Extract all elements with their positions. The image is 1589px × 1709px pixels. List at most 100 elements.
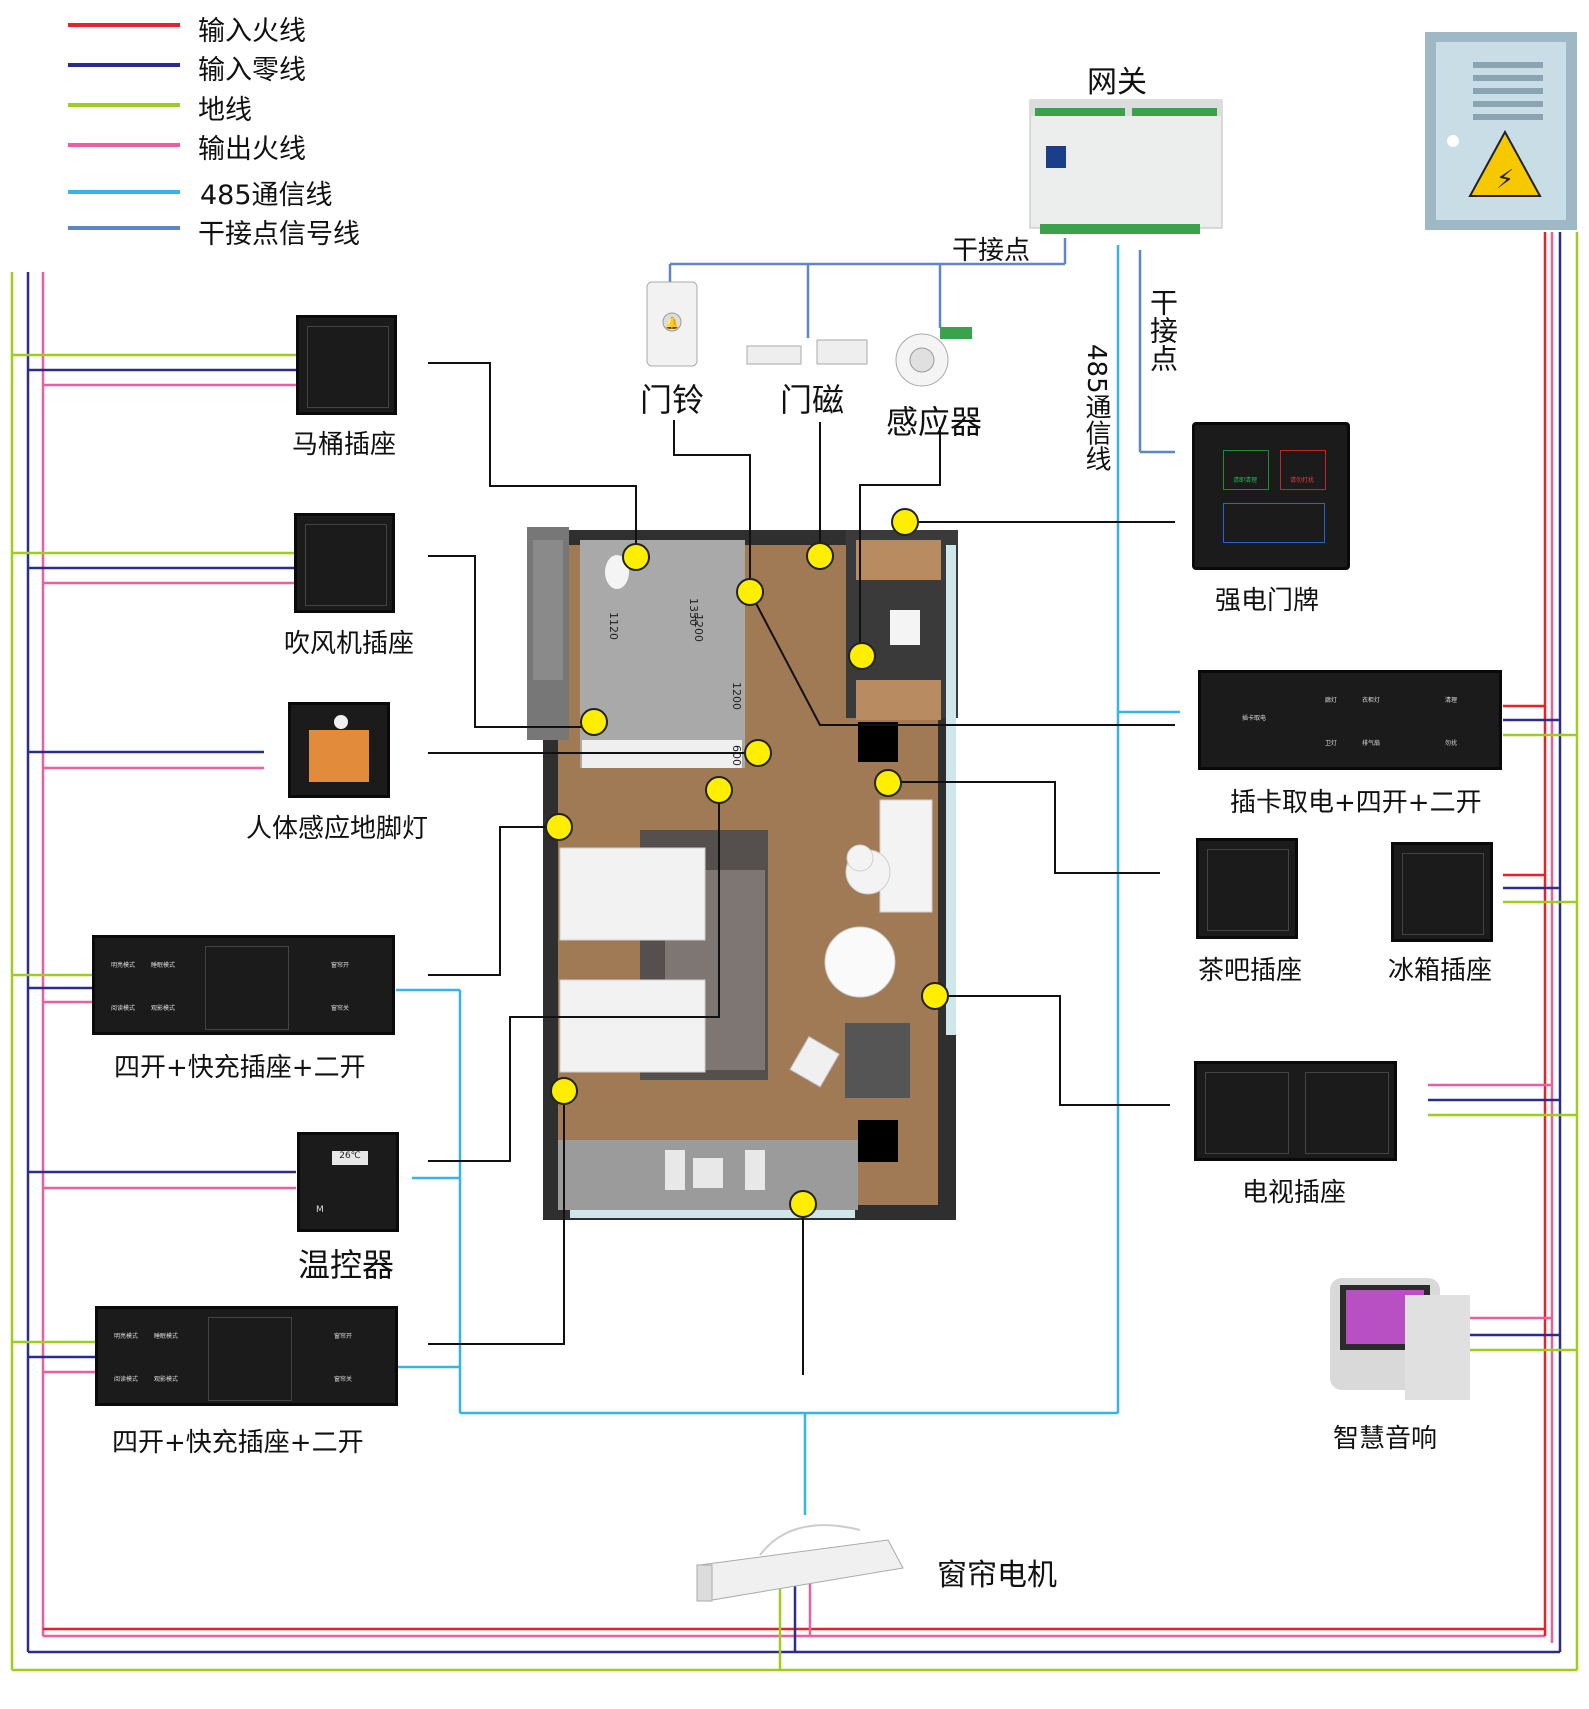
fast-charge-socket[interactable] bbox=[208, 1317, 292, 1401]
bell-icon: 🔔 bbox=[665, 316, 680, 330]
gateway-device[interactable] bbox=[1029, 99, 1223, 234]
thermostat-mode-button[interactable]: M bbox=[316, 1205, 324, 1215]
doorbell-key[interactable] bbox=[1223, 503, 1325, 543]
scene-movie-key[interactable]: 观影模式 bbox=[153, 1376, 178, 1383]
toilet-socket[interactable] bbox=[296, 315, 397, 415]
door-sensor-device[interactable] bbox=[746, 339, 868, 365]
toilet-socket-label: 马桶插座 bbox=[292, 430, 397, 460]
motion-sensor-device[interactable] bbox=[895, 327, 972, 387]
legend-lines bbox=[68, 23, 180, 230]
dry-contact-label-top: 干接点 bbox=[952, 236, 1031, 266]
marker-hairdryer[interactable] bbox=[580, 708, 608, 736]
dimension-label: 1120 bbox=[607, 612, 620, 640]
doorbell-label: 门铃 bbox=[640, 381, 705, 419]
clean-request-key[interactable] bbox=[1223, 450, 1269, 490]
bedside-panel-bottom[interactable]: 明亮模式 睡眠模式 阅读模式 观影模式 窗帘开 窗帘关 bbox=[95, 1306, 398, 1406]
socket-face bbox=[305, 524, 387, 606]
dry-contact-label-side: 干接点 bbox=[1146, 288, 1179, 372]
fridge-socket-label: 冰箱插座 bbox=[1388, 956, 1493, 986]
gateway-title: 网关 bbox=[1087, 65, 1147, 100]
curtain-open-key[interactable]: 窗帘开 bbox=[333, 1333, 352, 1340]
doorplate-label: 强电门牌 bbox=[1215, 586, 1320, 616]
hairdryer-socket-label: 吹风机插座 bbox=[284, 629, 415, 659]
scene-sleep-key[interactable]: 睡眠模式 bbox=[150, 962, 175, 969]
marker-curtain[interactable] bbox=[789, 1190, 817, 1218]
curtain-motor-device[interactable] bbox=[696, 1524, 904, 1602]
tv-socket[interactable] bbox=[1194, 1061, 1397, 1161]
dimension-label: 1350 bbox=[687, 598, 700, 626]
marker-door-sensor[interactable] bbox=[806, 542, 834, 570]
sensor-label: 感应器 bbox=[886, 403, 983, 441]
card-slot[interactable]: 插卡取电 bbox=[1241, 715, 1266, 722]
marker-bathroom-door[interactable] bbox=[736, 578, 764, 606]
marker-tv[interactable] bbox=[921, 982, 949, 1010]
doorbell-device[interactable]: 🔔 bbox=[646, 281, 698, 367]
floor-light[interactable] bbox=[288, 702, 390, 798]
svg-text:⚡: ⚡ bbox=[1496, 165, 1514, 195]
bedside-panel-bottom-label: 四开+快充插座+二开 bbox=[112, 1428, 364, 1458]
floor-plan: 1350 1120 1200 1200 600 bbox=[527, 527, 958, 1220]
marker-thermostat[interactable] bbox=[705, 776, 733, 804]
card-power-panel[interactable]: 插卡取电 廊灯 衣柜灯 卫灯 排气扇 清理 勿扰 bbox=[1198, 670, 1502, 770]
bedside-panel-top-label: 四开+快充插座+二开 bbox=[114, 1053, 366, 1083]
tea-socket[interactable] bbox=[1196, 838, 1298, 939]
fan-key[interactable]: 排气扇 bbox=[1361, 740, 1380, 747]
bedside-panel-top[interactable]: 明亮模式 睡眠模式 阅读模式 观影模式 窗帘开 窗帘关 bbox=[92, 935, 395, 1035]
legend-label-live-in: 输入火线 bbox=[198, 16, 306, 47]
dnd-panel-key[interactable]: 勿扰 bbox=[1444, 740, 1457, 747]
corridor-light-key[interactable]: 廊灯 bbox=[1324, 697, 1337, 704]
fridge-socket[interactable] bbox=[1391, 842, 1493, 942]
curtain-close-key[interactable]: 窗帘关 bbox=[330, 1005, 349, 1012]
marker-sensor[interactable] bbox=[848, 642, 876, 670]
socket-face bbox=[307, 326, 389, 408]
floor-light-label: 人体感应地脚灯 bbox=[246, 814, 429, 844]
legend-label-dry: 干接点信号线 bbox=[198, 219, 360, 250]
scene-sleep-key[interactable]: 睡眠模式 bbox=[153, 1333, 178, 1340]
fast-charge-socket[interactable] bbox=[205, 946, 289, 1030]
scene-reading-key[interactable]: 阅读模式 bbox=[110, 1005, 135, 1012]
scene-movie-key[interactable]: 观影模式 bbox=[150, 1005, 175, 1012]
marker-bedside-left-bottom[interactable] bbox=[550, 1077, 578, 1105]
marker-toilet[interactable] bbox=[622, 543, 650, 571]
curtain-motor-label: 窗帘电机 bbox=[937, 1558, 1057, 1593]
legend-label-neutral: 输入零线 bbox=[198, 55, 306, 86]
scene-bright-key[interactable]: 明亮模式 bbox=[110, 962, 135, 969]
socket-face bbox=[1207, 849, 1289, 931]
legend-label-rs485: 485通信线 bbox=[200, 180, 333, 211]
bathroom-light-key[interactable]: 卫灯 bbox=[1324, 740, 1337, 747]
doorplate[interactable]: 请即清理 请勿打扰 bbox=[1192, 422, 1350, 570]
clean-key[interactable]: 清理 bbox=[1444, 697, 1457, 704]
tea-socket-label: 茶吧插座 bbox=[1198, 956, 1303, 986]
dimension-label: 1200 bbox=[692, 614, 705, 642]
clean-request-text: 请即清理 bbox=[1232, 477, 1257, 484]
dnd-text: 请勿打扰 bbox=[1289, 477, 1314, 484]
legend-label-ground: 地线 bbox=[198, 95, 252, 126]
scene-reading-key[interactable]: 阅读模式 bbox=[113, 1376, 138, 1383]
card-power-panel-label: 插卡取电+四开+二开 bbox=[1230, 788, 1482, 818]
tv-jack[interactable] bbox=[1305, 1072, 1389, 1154]
marker-bedside-left-top[interactable] bbox=[545, 813, 573, 841]
marker-doorplate[interactable] bbox=[891, 508, 919, 536]
wardrobe-light-key[interactable]: 衣柜灯 bbox=[1361, 697, 1380, 704]
curtain-close-key[interactable]: 窗帘关 bbox=[333, 1376, 352, 1383]
sensor-eye bbox=[334, 715, 348, 729]
device-markers bbox=[545, 508, 949, 1218]
legend-label-live-out: 输出火线 bbox=[198, 134, 306, 165]
dnd-key[interactable] bbox=[1280, 450, 1326, 490]
door-sensor-label: 门磁 bbox=[780, 381, 845, 419]
smart-speaker-label: 智慧音响 bbox=[1333, 1424, 1438, 1454]
rs485-wiring bbox=[396, 245, 1180, 1515]
thermostat-display: 26℃ bbox=[332, 1151, 368, 1165]
curtain-open-key[interactable]: 窗帘开 bbox=[330, 962, 349, 969]
dimension-label: 600 bbox=[730, 745, 743, 766]
scene-bright-key[interactable]: 明亮模式 bbox=[113, 1333, 138, 1340]
socket-face bbox=[1205, 1072, 1289, 1154]
marker-card-panel[interactable] bbox=[874, 769, 902, 797]
electrical-box: ⚡ bbox=[1425, 32, 1577, 230]
smart-speaker-device[interactable] bbox=[1330, 1278, 1470, 1400]
thermostat[interactable]: 26℃ M bbox=[297, 1132, 399, 1232]
marker-floor-light[interactable] bbox=[744, 739, 772, 767]
hairdryer-socket[interactable] bbox=[294, 513, 395, 613]
